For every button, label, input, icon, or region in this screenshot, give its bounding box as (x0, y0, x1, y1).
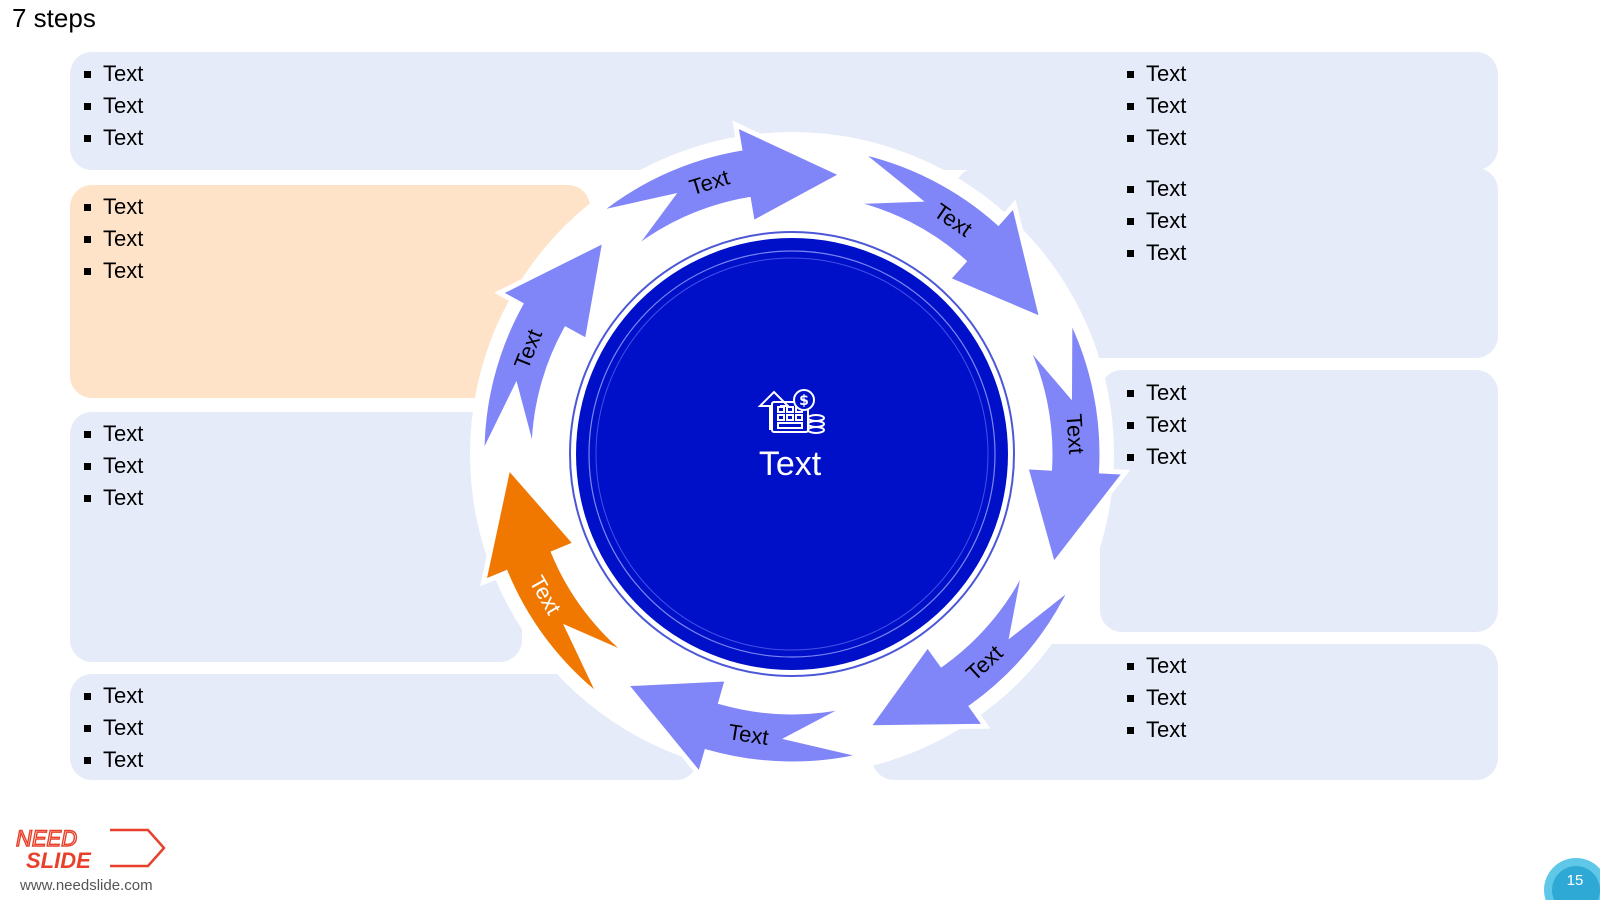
svg-text:$: $ (799, 393, 809, 409)
page-number-badge (1544, 858, 1600, 900)
panel-left-2 (70, 412, 522, 662)
bullet-item: Text (1115, 714, 1186, 746)
bullet-item: Text (72, 191, 143, 223)
bullet-list-bottom-left: Text Text Text (72, 680, 143, 776)
bullet-item: Text (1115, 237, 1186, 269)
center-circle (576, 238, 1008, 670)
bullet-item: Text (1115, 682, 1186, 714)
bullet-item: Text (1115, 409, 1186, 441)
step-arrow-3 (594, 120, 849, 256)
bullet-item: Text (72, 58, 143, 90)
center-ring-inner-2 (595, 257, 989, 651)
bullet-item: Text (72, 418, 143, 450)
bullet-item: Text (1115, 650, 1186, 682)
bullet-item: Text (72, 450, 143, 482)
step-arrow-4 (846, 148, 1046, 324)
bullet-item: Text (1115, 122, 1186, 154)
step-arrow-7 (620, 676, 865, 781)
bullet-list-right-2: Text Text Text (1115, 377, 1186, 473)
bullet-list-top-left: Text Text Text (72, 58, 143, 154)
center-label: Text (759, 445, 822, 483)
bullet-item: Text (1115, 377, 1186, 409)
step-label-7: Text (727, 719, 771, 750)
step-arrow-5 (1021, 315, 1131, 572)
bullet-item: Text (72, 712, 143, 744)
center-ring-outer (569, 231, 1015, 677)
step-arrow-1 (480, 461, 635, 701)
panel-right-2 (1100, 370, 1498, 632)
finance-calculator-icon: $ (757, 389, 825, 434)
page-number: 15 (1566, 872, 1584, 889)
footer-url[interactable]: www.needslide.com (20, 877, 153, 894)
bullet-list-top-right: Text Text Text (1115, 58, 1186, 154)
bullet-list-right-1: Text Text Text (1115, 173, 1186, 269)
step-label-5: Text (1061, 413, 1089, 455)
bullet-item: Text (72, 122, 143, 154)
step-arrows (479, 120, 1131, 781)
bullet-item: Text (1115, 441, 1186, 473)
bullet-item: Text (72, 482, 143, 514)
logo-line1: NEED (16, 826, 77, 851)
needslide-logo: NEED SLIDE (15, 826, 166, 873)
bullet-item: Text (72, 223, 143, 255)
bullet-list-bottom-right: Text Text Text (1115, 650, 1186, 746)
bullet-list-left-2: Text Text Text (72, 418, 143, 514)
slide-title: 7 steps (12, 3, 96, 33)
bullet-item: Text (1115, 205, 1186, 237)
bullet-item: Text (72, 255, 143, 287)
step-arrow-2 (479, 235, 609, 459)
bullet-item: Text (1115, 58, 1186, 90)
bullet-list-left-1: Text Text Text (72, 191, 143, 287)
bullet-item: Text (72, 680, 143, 712)
logo-line2: SLIDE (26, 848, 92, 873)
bullet-item: Text (1115, 173, 1186, 205)
bullet-item: Text (72, 90, 143, 122)
step-arrow-6 (862, 562, 1075, 731)
center-ring-inner (588, 250, 996, 658)
bullet-item: Text (72, 744, 143, 776)
bullet-item: Text (1115, 90, 1186, 122)
